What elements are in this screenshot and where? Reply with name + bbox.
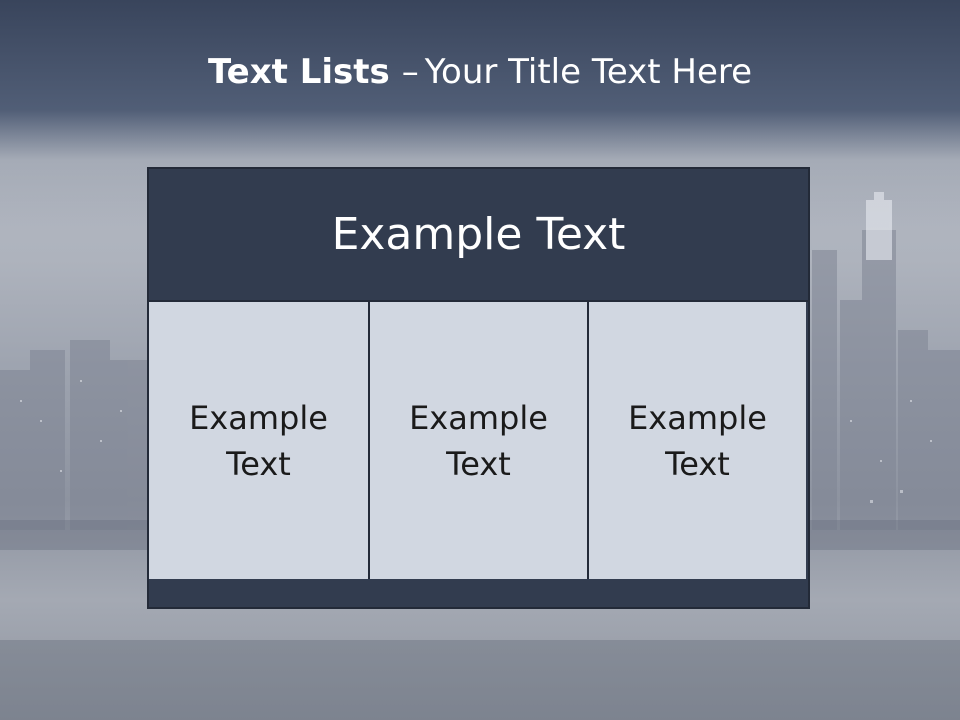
slide-title: Text Lists–Your Title Text Here — [0, 52, 960, 92]
cell-1-line-1: Example — [189, 398, 328, 437]
panel-header[interactable]: Example Text — [149, 169, 808, 300]
cell-2-line-2: Text — [446, 444, 511, 483]
slide-title-dash: – — [401, 52, 419, 92]
cell-1-line-2: Text — [226, 444, 291, 483]
slide-title-text: Your Title Text Here — [424, 52, 753, 92]
cell-3-line-1: Example — [628, 398, 767, 437]
slide-title-bold: Text Lists — [207, 52, 390, 92]
cell-2-line-1: Example — [409, 398, 548, 437]
panel-footer — [149, 579, 808, 607]
cell-3-line-2: Text — [665, 444, 730, 483]
